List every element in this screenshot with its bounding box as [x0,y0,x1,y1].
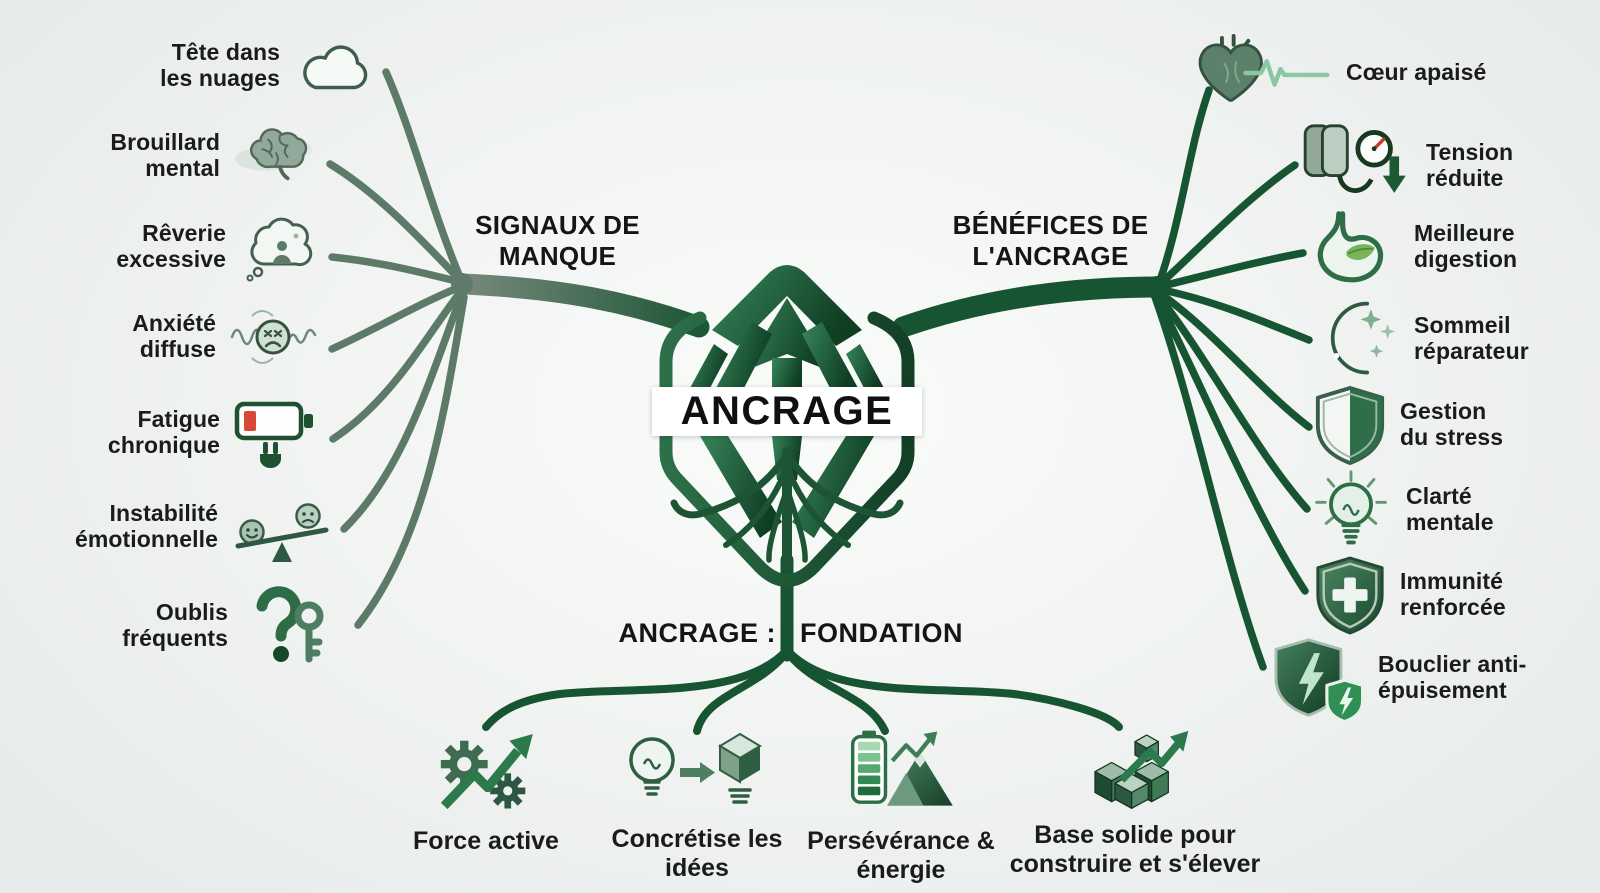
right-item-coeur-apaise: Cœur apaisé [1184,34,1486,112]
right-item-gestion-du-stress: Gestion du stress [1312,384,1515,466]
left-item-brouillard-mental: Brouillard mental [98,124,320,188]
question-key-icon [240,580,332,672]
item-label: Meilleure digestion [1414,220,1518,272]
left-item-tete-dans-les-nuages: Tête dans les nuages [155,36,378,96]
left-item-anxiete-diffuse: Anxiété diffuse [112,304,320,370]
item-label: Force active [413,827,559,855]
left-item-oublis-frequents: Oublis fréquents [116,580,332,672]
bottom-item-concretise-les-idees: Concrétise les idées [607,728,787,882]
emotion-seesaw-icon [230,490,334,564]
right-branch-title: BÉNÉFICES DE L'ANCRAGE [952,210,1149,271]
battery-mountain-icon [836,728,966,821]
left-item-reverie-excessive: Rêverie excessive [114,212,322,282]
item-label: Immunité renforcée [1400,568,1506,620]
item-label: Tête dans les nuages [160,39,280,91]
brain-fog-icon [232,124,320,188]
shield-cross-icon [1312,554,1388,636]
cubes-arrow-icon [1070,720,1200,815]
item-label: Gestion du stress [1400,398,1504,450]
bottom-item-force-active: Force active [396,724,576,856]
left-trunk-line [451,273,710,338]
item-label: Brouillard mental [110,129,220,181]
left-hub [451,273,473,295]
blood-pressure-icon [1296,120,1414,212]
item-label: Anxiété diffuse [132,310,216,362]
low-battery-icon [232,394,320,472]
logo-arrow-tree [690,265,884,538]
item-label: Persévérance & énergie [807,827,995,884]
ancrage-logo [659,265,915,587]
right-trunk-line [892,276,1167,338]
bottom-branch-title-right: FONDATION [800,618,963,648]
item-label: Instabilité émotionnelle [74,500,218,552]
daydream-bubble-icon [238,212,322,282]
stomach-leaf-icon [1306,210,1402,284]
bottom-branch-title-left: ANCRAGE : [618,618,776,648]
item-label: Rêverie excessive [116,220,226,272]
right-item-meilleure-digestion: Meilleure digestion [1306,210,1544,284]
right-item-bouclier-anti-epuisement: Bouclier anti-épuisement [1270,636,1573,720]
right-branch-lines [1151,86,1313,671]
right-item-immunite-renforcee: Immunité renforcée [1312,554,1525,636]
moon-stars-icon [1310,298,1402,380]
item-label: Base solide pour construire et s'élever [1009,821,1261,878]
right-item-sommeil-reparateur: Sommeil réparateur [1310,298,1549,380]
heart-ecg-icon [1184,34,1334,112]
lightbulb-rays-icon [1308,468,1394,552]
item-label: Clarté mentale [1406,483,1494,535]
item-label: Fatigue chronique [107,406,220,458]
shield-bolt-icon [1270,636,1366,720]
bottom-branch-lines [482,553,1123,735]
bottom-item-base-solide: Base solide pour construire et s'élever [1000,720,1270,878]
right-hub [1146,276,1168,298]
anxious-face-icon [228,304,320,370]
bulb-to-cube-icon [622,728,772,819]
item-label: Oublis fréquents [122,599,228,651]
item-label: Concrétise les idées [611,825,783,882]
item-label: Sommeil réparateur [1414,312,1529,364]
logo-roots [670,447,904,571]
left-branch-title: SIGNAUX DE MANQUE [475,210,640,271]
logo-shield-outline [659,311,915,587]
left-branch-lines [326,68,468,629]
bottom-item-perseverance-energie: Persévérance & énergie [806,728,996,884]
item-label: Cœur apaisé [1346,59,1487,86]
left-item-instabilite-emotionnelle: Instabilité émotionnelle [66,490,334,564]
right-item-clarte-mentale: Clarté mentale [1308,468,1516,552]
logo-title: ANCRAGE [680,389,894,433]
logo-band: ANCRAGE [652,387,922,436]
right-item-tension-reduite: Tension réduite [1296,120,1546,212]
gears-arrow-icon [421,724,551,821]
left-item-fatigue-chronique: Fatigue chronique [102,394,320,472]
cloud-icon [292,36,378,96]
shield-half-icon [1312,384,1388,466]
item-label: Bouclier anti-épuisement [1378,651,1527,703]
item-label: Tension réduite [1426,139,1514,191]
